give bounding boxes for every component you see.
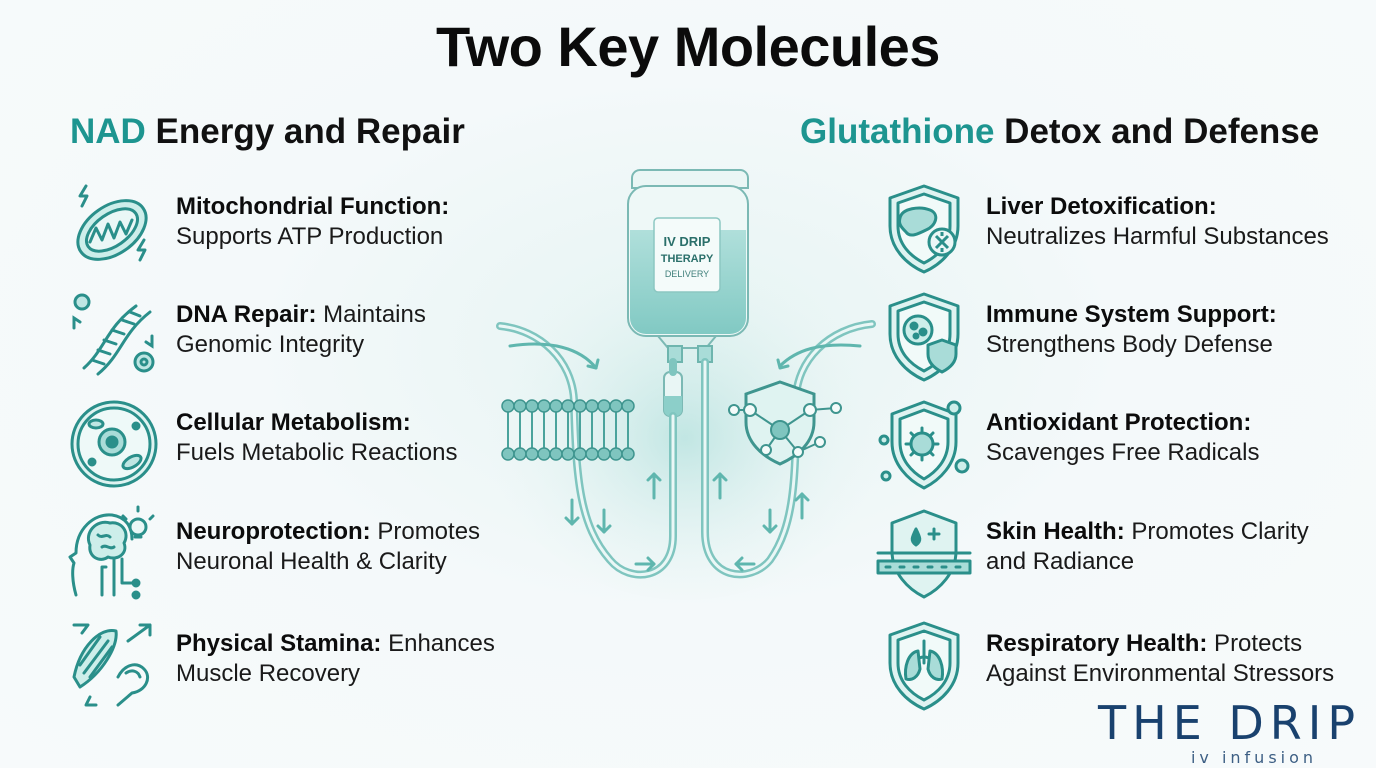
item-rest-text: Protects: [1207, 630, 1303, 657]
item-line2: Strengthens Body Defense: [986, 331, 1273, 358]
page-title: Two Key Molecules: [436, 15, 940, 78]
nad-heading-rest: Energy and Repair: [145, 112, 465, 151]
iv-bag-icon: [627, 169, 749, 363]
iv-bag-line1: IV DRIP: [664, 234, 711, 249]
item-bold-label: Liver Detoxification:: [986, 193, 1217, 220]
nad-heading-accent: NAD: [70, 112, 146, 151]
lungs-shield-icon: [876, 617, 972, 713]
item-line2: Neutralizes Harmful Substances: [986, 223, 1329, 250]
brand-logo: THE DRIP iv infusion: [1098, 700, 1370, 767]
item-line2: Genomic Integrity: [176, 331, 365, 358]
nad-item-line1: Mitochondrial Function:: [176, 192, 449, 222]
skin-shield-icon: [876, 505, 972, 601]
antioxidant-shield-icon: [876, 396, 972, 492]
item-bold-label: Immune System Support:: [986, 301, 1277, 328]
brand-tagline: iv infusion: [1190, 748, 1318, 767]
item-bold-label: Physical Stamina:: [176, 630, 382, 657]
iv-bag-line2: THERAPY: [661, 253, 714, 265]
brain-icon: [66, 505, 162, 601]
iv-bag-line3: DELIVERY: [665, 269, 709, 279]
nad-item-line1: Neuroprotection: Promotes: [176, 517, 480, 547]
nad-item-line1: DNA Repair: Maintains: [176, 300, 426, 330]
item-rest-text: Maintains: [316, 301, 426, 328]
cell-icon: [66, 396, 162, 492]
nad-heading: NAD Energy and Repair: [70, 112, 465, 152]
glutathione-item-line1: Skin Health: Promotes Clarity: [986, 517, 1309, 547]
iv-drip-illustration: IV DRIP THERAPY DELIVERY: [480, 160, 890, 600]
item-rest-text: Promotes: [370, 518, 481, 545]
item-bold-label: Mitochondrial Function:: [176, 193, 450, 220]
item-rest-text: Promotes Clarity: [1124, 518, 1309, 545]
glutathione-item-line1: Liver Detoxification:: [986, 192, 1329, 222]
item-line2: Muscle Recovery: [176, 660, 361, 687]
item-bold-label: DNA Repair:: [176, 301, 317, 328]
item-line2: Supports ATP Production: [176, 223, 444, 250]
mitochondria-icon: [66, 180, 162, 276]
glutathione-item-line1: Respiratory Health: Protects: [986, 629, 1334, 659]
item-line2: and Radiance: [986, 548, 1135, 575]
item-line2: Against Environmental Stressors: [986, 660, 1335, 687]
item-bold-label: Neuroprotection:: [176, 518, 371, 545]
item-bold-label: Respiratory Health:: [986, 630, 1208, 657]
immune-shield-icon: [876, 288, 972, 384]
glutathione-heading: Glutathione Detox and Defense: [800, 112, 1319, 152]
item-line2: Fuels Metabolic Reactions: [176, 439, 458, 466]
glutathione-heading-accent: Glutathione: [800, 112, 995, 151]
molecule-shield-icon: [728, 380, 842, 466]
glutathione-item-line1: Immune System Support:: [986, 300, 1277, 330]
item-bold-label: Cellular Metabolism:: [176, 409, 411, 436]
brand-name: THE DRIP: [1098, 696, 1362, 750]
dna-icon: [66, 288, 162, 384]
nad-item-line1: Physical Stamina: Enhances: [176, 629, 495, 659]
liver-shield-icon: [876, 180, 972, 276]
nad-item-line1: Cellular Metabolism:: [176, 408, 457, 438]
cell-membrane-icon: [507, 410, 629, 450]
item-line2: Scavenges Free Radicals: [986, 439, 1260, 466]
muscle-icon: [66, 617, 162, 713]
glutathione-item-line1: Antioxidant Protection:: [986, 408, 1259, 438]
item-rest-text: Enhances: [381, 630, 495, 657]
item-bold-label: Antioxidant Protection:: [986, 409, 1252, 436]
item-line2: Neuronal Health & Clarity: [176, 548, 447, 575]
glutathione-heading-rest: Detox and Defense: [994, 112, 1320, 151]
item-bold-label: Skin Health:: [986, 518, 1125, 545]
